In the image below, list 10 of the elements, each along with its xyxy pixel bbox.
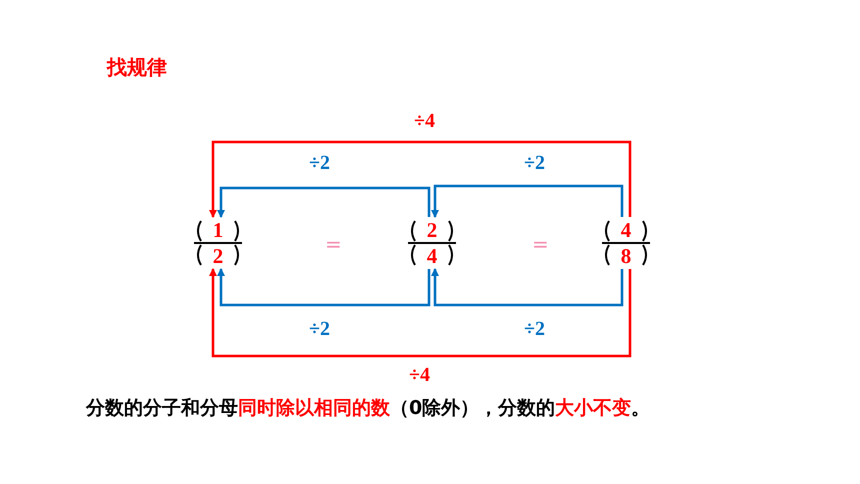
arrow xyxy=(209,268,632,358)
arrow xyxy=(431,268,624,306)
rule-sentence: 分数的分子和分母同时除以相同的数（0除外），分数的大小不变。 xyxy=(86,396,650,421)
title: 找规律 xyxy=(107,54,167,81)
arrow xyxy=(431,184,624,218)
equals-sign: = xyxy=(532,232,549,256)
equals-sign: = xyxy=(325,232,342,256)
arrow xyxy=(217,186,430,218)
arrow xyxy=(217,268,430,306)
arrow xyxy=(209,140,632,218)
